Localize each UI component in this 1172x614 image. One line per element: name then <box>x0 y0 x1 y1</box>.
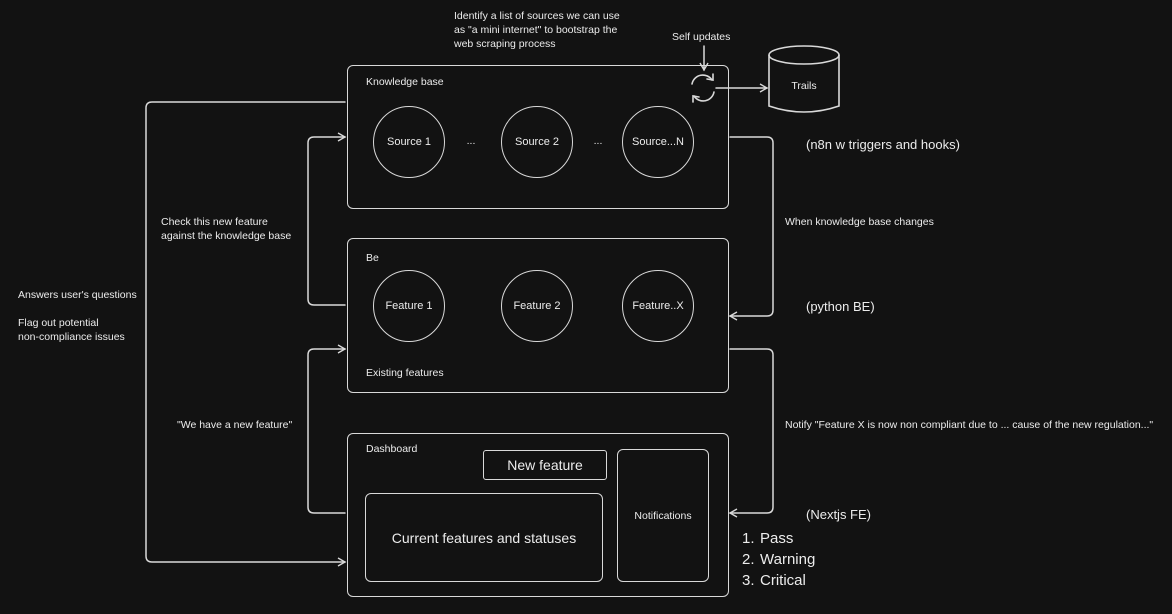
sources-note-line: web scraping process <box>454 38 556 51</box>
source-node: Source 2 <box>501 106 573 178</box>
check-feature-line: against the knowledge base <box>161 230 292 243</box>
check-feature-note: Check this new feature against the knowl… <box>161 215 291 243</box>
sources-note-line: Identify a list of sources we can use <box>454 10 620 22</box>
feature-node: Feature 2 <box>501 270 573 342</box>
self-updates-label: Self updates <box>672 31 731 43</box>
kb-dashboard-link <box>145 101 347 567</box>
flag-note-line: non-compliance issues <box>18 331 125 344</box>
sources-note-line: as "a mini internet" to bootstrap the <box>454 24 618 37</box>
dashboard-title: Dashboard <box>366 443 418 455</box>
be-title: Be <box>366 252 379 264</box>
status-level-label: Pass <box>760 530 794 547</box>
new-feature-button-label: New feature <box>507 457 583 473</box>
kb-to-be-arrow <box>728 136 774 321</box>
notifications-label: Notifications <box>634 509 692 522</box>
status-level-number: 3. <box>742 572 755 589</box>
dashboard-box <box>347 433 729 597</box>
source-node: Source...N <box>622 106 694 178</box>
new-feature-button[interactable]: New feature <box>483 450 607 480</box>
sources-note: Identify a list of sources we can use as… <box>454 9 620 52</box>
status-level-label: Warning <box>760 551 816 568</box>
status-level-item: 2. Warning <box>742 549 815 570</box>
notify-label: Notify "Feature X is now non compliant d… <box>785 419 1154 431</box>
feature-node: Feature 1 <box>373 270 445 342</box>
source-label: Source...N <box>632 136 684 148</box>
dashboard-to-be-arrow <box>307 344 347 514</box>
status-level-item: 1. Pass <box>742 528 815 549</box>
knowledge-base-box <box>347 65 729 209</box>
status-level-number: 2. <box>742 551 755 568</box>
knowledge-base-title: Knowledge base <box>366 76 444 88</box>
nextjs-fe-label: (Nextjs FE) <box>806 507 871 522</box>
feature-label: Feature..X <box>632 300 684 312</box>
database-cylinder-icon <box>768 45 840 113</box>
notifications-panel[interactable]: Notifications <box>617 449 709 582</box>
status-levels-list: 1. Pass 2. Warning 3. Critical <box>742 528 815 591</box>
trails-label: Trails <box>791 79 817 92</box>
new-feature-quote: "We have a new feature" <box>177 419 293 431</box>
current-features-label: Current features and statuses <box>391 529 577 546</box>
check-feature-line: Check this new feature <box>161 216 268 228</box>
be-to-kb-arrow <box>307 132 347 306</box>
be-box <box>347 238 729 393</box>
ellipsis: ... <box>593 134 603 147</box>
kb-changes-label: When knowledge base changes <box>785 216 934 228</box>
python-be-label: (python BE) <box>806 299 875 314</box>
ellipsis: ... <box>466 134 476 147</box>
source-label: Source 1 <box>386 136 432 148</box>
status-level-number: 1. <box>742 530 755 547</box>
existing-features-label: Existing features <box>366 367 444 379</box>
source-node: Source 1 <box>373 106 445 178</box>
current-features-panel[interactable]: Current features and statuses <box>365 493 603 582</box>
n8n-label: (n8n w triggers and hooks) <box>806 137 960 152</box>
feature-label: Feature 2 <box>513 300 561 312</box>
status-level-item: 3. Critical <box>742 570 815 591</box>
status-level-label: Critical <box>760 572 806 589</box>
be-to-dashboard-arrow <box>728 348 774 518</box>
feature-node: Feature..X <box>622 270 694 342</box>
flag-note-line: Flag out potential <box>18 317 99 329</box>
answers-note: Answers user's questions <box>18 289 137 301</box>
refresh-cycle-icon <box>691 73 715 103</box>
feature-label: Feature 1 <box>385 300 433 312</box>
flag-note: Flag out potential non-compliance issues <box>18 316 125 344</box>
source-label: Source 2 <box>514 136 560 148</box>
